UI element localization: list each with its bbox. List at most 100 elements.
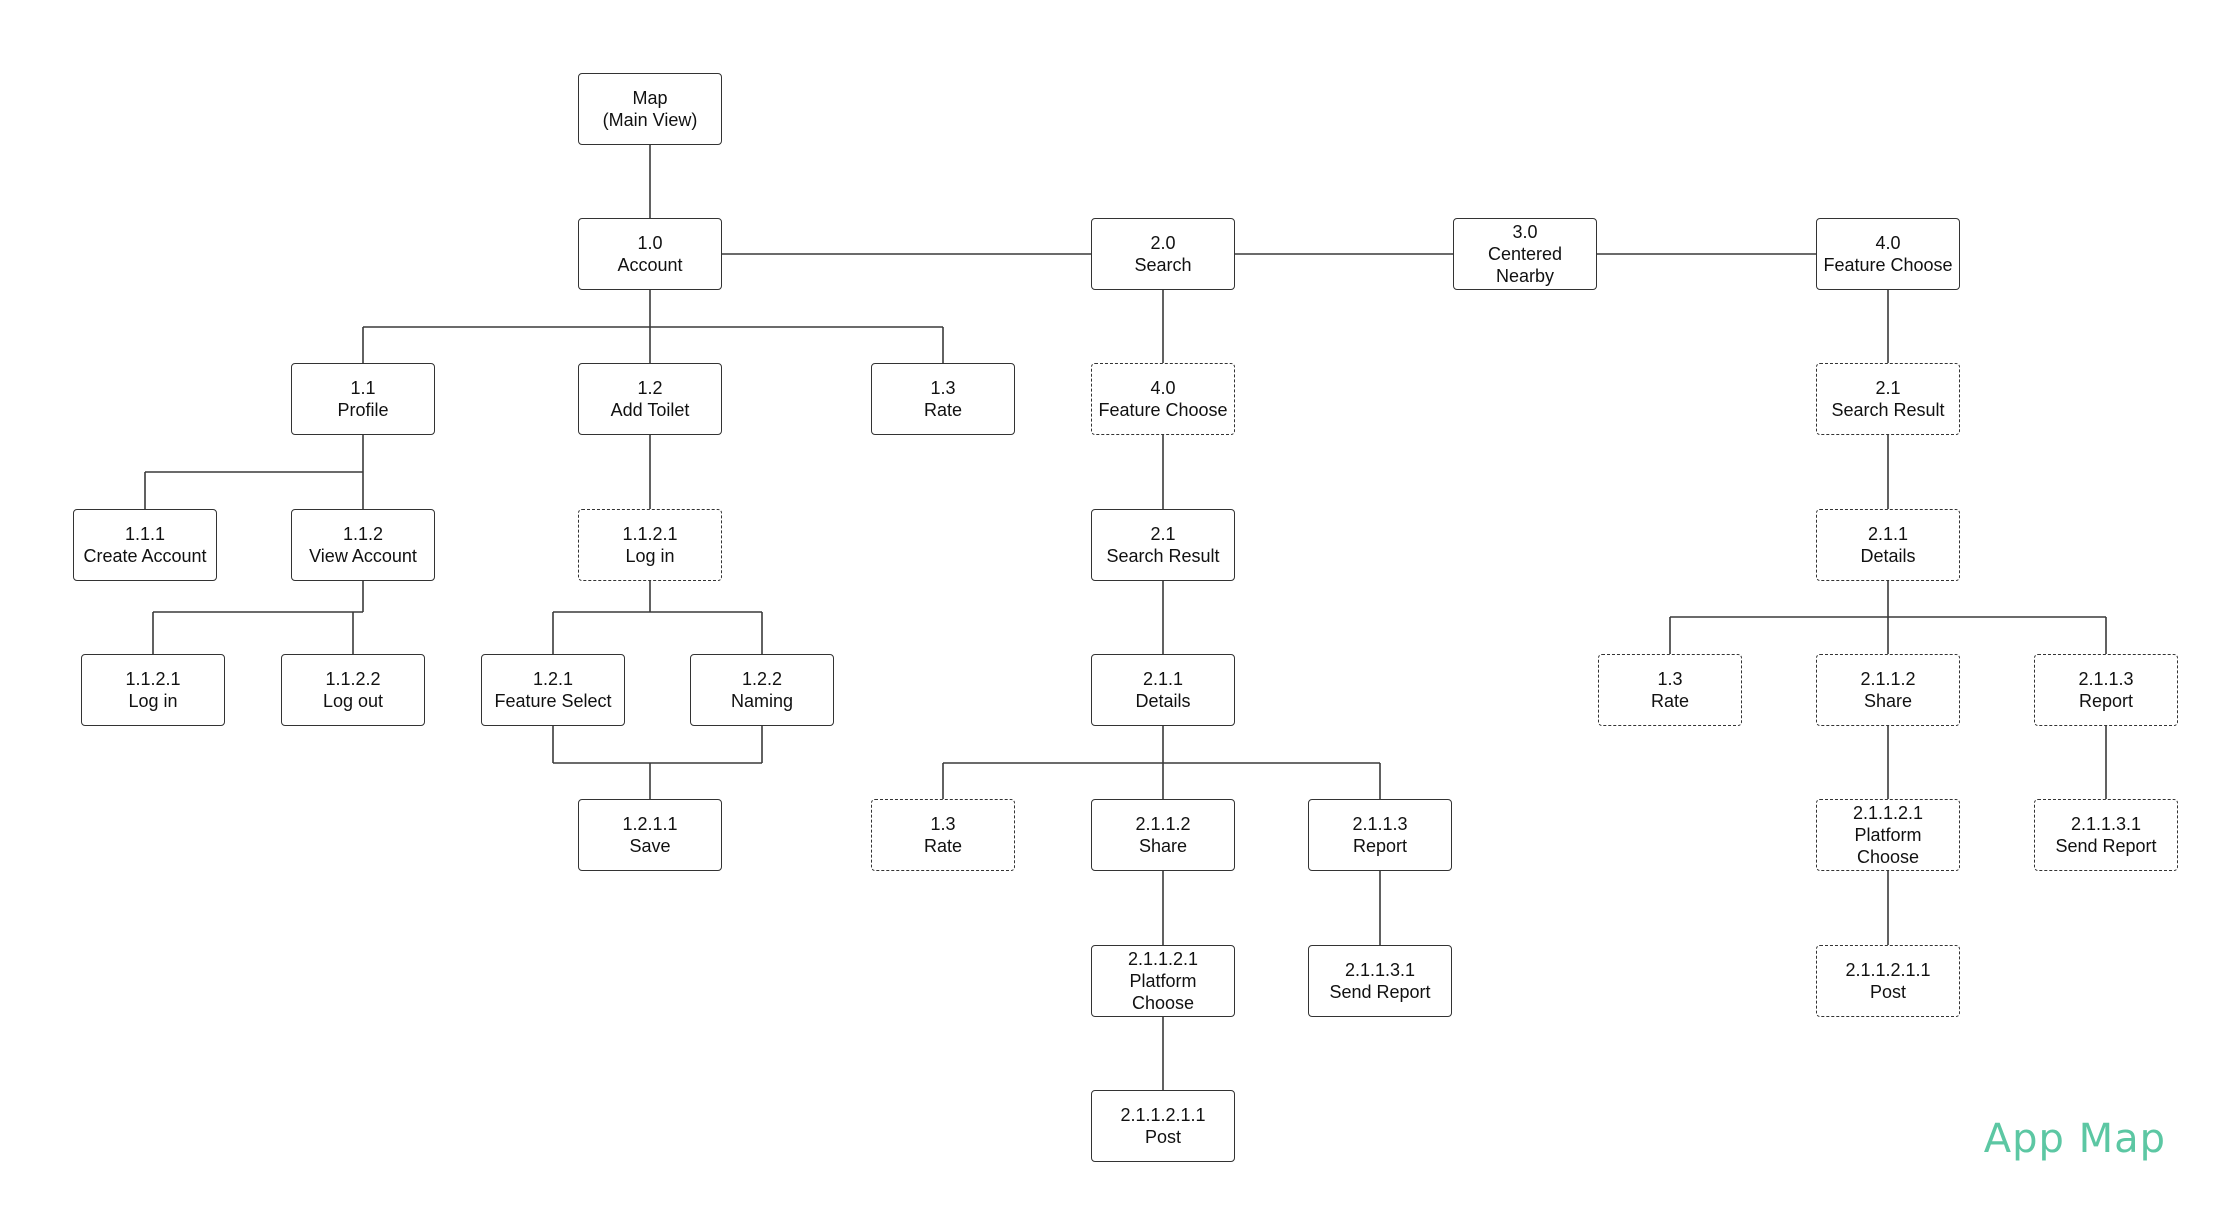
app-map-title: App Map <box>1983 1116 2166 1162</box>
node-map: Map(Main View) <box>578 73 722 145</box>
node-label-line: 2.1.1.3 <box>1352 814 1408 834</box>
node-label-line: Log in <box>128 691 178 711</box>
node-label-line: Feature Choose <box>1823 255 1953 275</box>
node-label-line: Platform <box>1854 825 1922 845</box>
node-label-line: Rate <box>923 836 963 856</box>
node-label-line: 2.1.1.3.1 <box>2070 814 2142 834</box>
node-label-line: 2.1.1.2 <box>1135 814 1191 834</box>
node-label-line: 1.1.2.2 <box>325 669 381 689</box>
node-label-line: 1.3 <box>930 814 956 834</box>
node-label-line: 2.1.1.2.1.1 <box>1120 1105 1206 1125</box>
node-label-line: Send Report <box>1329 982 1431 1002</box>
node-label-line: 1.0 <box>637 233 663 253</box>
node-label-line: 1.2.2 <box>741 669 783 689</box>
node-label-line: Report <box>2078 691 2134 711</box>
node-label-line: 2.1.1.2.1.1 <box>1845 960 1931 980</box>
node-label-line: 2.1 <box>1150 524 1176 544</box>
node-label-line: 1.1.2.1 <box>622 524 678 544</box>
node-label-line: 1.2 <box>637 378 663 398</box>
node-label-line: Choose <box>1131 993 1195 1013</box>
node-label-line: 2.1.1.3.1 <box>1344 960 1416 980</box>
node-label-line: Log in <box>625 546 675 566</box>
node-label-line: 1.1.2.1 <box>125 669 181 689</box>
node-label-line: Send Report <box>2055 836 2157 856</box>
node-label-line: Report <box>1352 836 1408 856</box>
node-label-line: Share <box>1863 691 1913 711</box>
node-label-line: Profile <box>337 400 389 420</box>
node-label-line: 4.0 <box>1150 378 1176 398</box>
node-label-line: 2.1.1 <box>1867 524 1909 544</box>
node-label-line: Account <box>617 255 683 275</box>
node-label-line: Platform <box>1129 971 1197 991</box>
node-label-line: Save <box>629 836 671 856</box>
node-label-line: Naming <box>730 691 794 711</box>
node-label-line: Choose <box>1856 847 1920 867</box>
node-label-line: 1.3 <box>930 378 956 398</box>
node-label-line: Nearby <box>1495 266 1555 286</box>
node-label-line: Search Result <box>1831 400 1945 420</box>
node-label-line: Rate <box>1650 691 1690 711</box>
node-label-line: 1.2.1.1 <box>622 814 678 834</box>
node-label-line: Feature Select <box>494 691 612 711</box>
node-label-line: 2.1.1.3 <box>2078 669 2134 689</box>
node-label-line: View Account <box>309 546 417 566</box>
node-label-line: 1.1.1 <box>124 524 166 544</box>
node-label-line: 2.1.1.2 <box>1860 669 1916 689</box>
node-label-line: Create Account <box>83 546 207 566</box>
node-label-line: Log out <box>322 691 384 711</box>
node-label-line: Details <box>1860 546 1916 566</box>
node-label-line: 3.0 <box>1512 222 1538 242</box>
node-label-line: 2.0 <box>1150 233 1176 253</box>
node-label-line: 2.1.1.2.1 <box>1852 803 1924 823</box>
node-label-line: Map <box>632 88 668 108</box>
node-label-line: 1.1 <box>350 378 376 398</box>
node-label-line: Share <box>1138 836 1188 856</box>
node-label-line: Rate <box>923 400 963 420</box>
connector-lines <box>144 145 2107 1090</box>
node-label-line: 2.1.1 <box>1142 669 1184 689</box>
node-label-line: Centered <box>1487 244 1563 264</box>
node-label-line: Search Result <box>1106 546 1220 566</box>
node-label-line: Add Toilet <box>610 400 690 420</box>
node-label-line: 1.3 <box>1657 669 1683 689</box>
node-label-line: Details <box>1135 691 1191 711</box>
node-label-line: 2.1.1.2.1 <box>1127 949 1199 969</box>
node-label-line: Post <box>1869 982 1907 1002</box>
node-label-line: 4.0 <box>1875 233 1901 253</box>
node-label-line: Post <box>1144 1127 1182 1147</box>
node-label-line: (Main View) <box>602 110 698 130</box>
node-label-line: 2.1 <box>1875 378 1901 398</box>
node-label-line: Feature Choose <box>1098 400 1228 420</box>
